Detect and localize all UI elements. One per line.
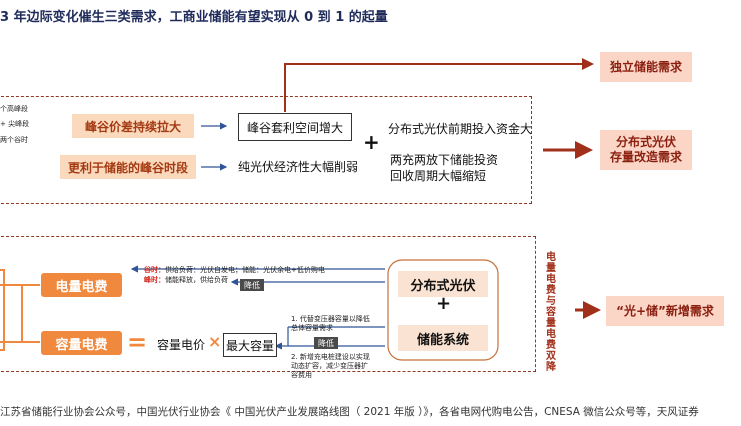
peak-text: 储能释放，供给负荷 [165,276,228,284]
pv-storage-group [387,259,499,361]
source-note: 江苏省储能行业协会公众号，中国光伏行业协会《 中国光伏产业发展路线图（ 2021… [0,406,699,418]
peak-valley-spread-box: 峰谷价差持续拉大 [72,114,194,138]
distributed-investment-text: 分布式光伏前期投入资金大 [388,122,533,136]
peak-label: 峰时： [144,276,165,284]
distributed-retrofit-demand: 分布式光伏 存量改造需求 [600,130,692,170]
pv-storage-new-demand: “光+储”新增需求 [606,296,724,326]
reduce-tag-top: 降低 [240,279,264,291]
energy-fee-box: 电量电费 [41,273,122,297]
pv-economics-text: 纯光伏经济性大幅削弱 [238,160,359,174]
upper-plus: + [363,130,380,154]
left-label-1: 个高峰段 [0,105,28,113]
note2-line3: 容费用 [291,371,312,379]
valley-note: 谷时：供给负荷：光伏自发电；储能：光伏余电+低价购电 [144,265,325,275]
multiply-sign: × [208,332,222,351]
payback-line-2: 回收周期大幅缩短 [390,169,487,183]
payback-line-1: 两充两放下储能投资 [390,153,499,167]
peak-note: 峰时：储能释放，供给负荷 [144,275,228,285]
note2-line1: 2. 新增充电桩建设以实现 [291,353,370,361]
valley-text: 供给负荷：光伏自发电；储能：光伏余电+低价购电 [165,266,325,274]
note1-line1: 1. 代替变压器容量以降低 [291,315,370,323]
left-label-2: + 尖峰段 [0,120,30,128]
capacity-price-text: 容量电价 [157,338,206,352]
pv-storage-label: “光+储”新增需求 [616,303,714,318]
independent-storage-demand: 独立储能需求 [600,52,692,82]
vertical-dual-reduction-label: 电量电费与容量电费双降 [546,252,556,373]
storage-system-box: 储能系统 [398,325,488,351]
reduce-tag-bottom: 降低 [314,337,338,349]
note1-line2: 总体容量需求 [291,324,333,332]
left-label-3: 两个谷时 [0,136,28,144]
capacity-fee-box: 容量电费 [41,331,122,355]
valley-label: 谷时： [144,266,165,274]
note2-line2: 动态扩容，减少变压器扩 [291,362,368,370]
lower-dashed-frame [0,236,536,372]
distributed-label-1: 分布式光伏 [615,135,676,149]
equals-sign: = [127,328,148,356]
max-capacity-box: 最大容量 [223,333,277,357]
distributed-pv-box: 分布式光伏 [398,271,488,297]
favorable-periods-box: 更利于储能的峰谷时段 [60,155,196,179]
distributed-label-2: 存量改造需求 [609,150,682,164]
page-title: 3 年边际变化催生三类需求，工商业储能有望实现从 0 到 1 的起量 [0,10,388,25]
left-edge-box [0,269,5,351]
upper-dashed-frame [0,96,532,204]
lower-plus: + [436,293,452,314]
arbitrage-space-box: 峰谷套利空间增大 [238,113,352,141]
independent-label: 独立储能需求 [609,59,682,74]
